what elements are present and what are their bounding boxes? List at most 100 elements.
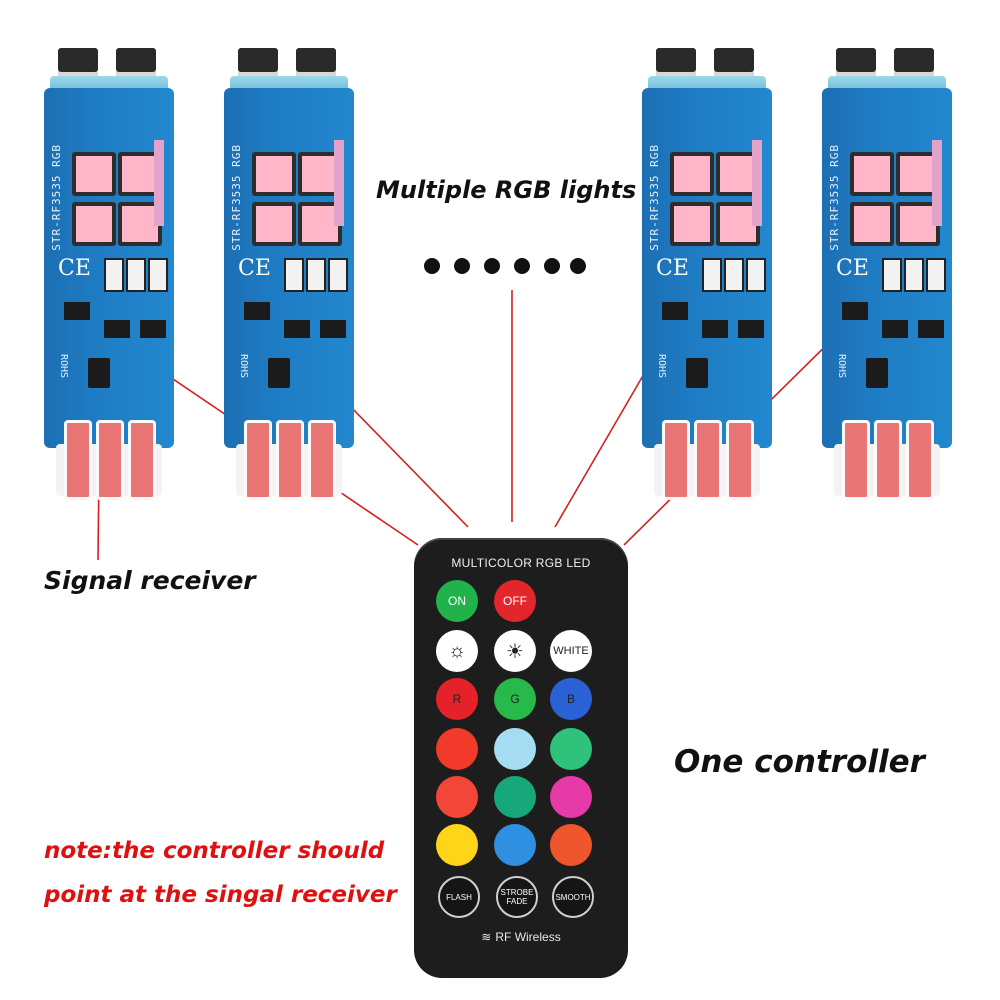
- color-button-coral[interactable]: [436, 776, 478, 818]
- rgb-led: [72, 202, 116, 246]
- dot: [514, 258, 530, 274]
- remote-title: MULTICOLOR RGB LED: [451, 556, 591, 570]
- board-label: STR-RF3535 RGB: [648, 144, 661, 251]
- bulb-tab: [116, 48, 156, 78]
- bulb-pin: [128, 420, 156, 500]
- brightness-down-button[interactable]: ☀: [494, 630, 536, 672]
- ic-chip: [88, 358, 110, 388]
- bulb-pin: [96, 420, 124, 500]
- signal-receiver-chip: [842, 302, 868, 320]
- color-button-light-blue[interactable]: [494, 728, 536, 770]
- chip: [320, 320, 346, 338]
- rgb-led: [252, 152, 296, 196]
- rgb-led: [252, 202, 296, 246]
- color-button-magenta[interactable]: [550, 776, 592, 818]
- bulb-pin: [662, 420, 690, 500]
- board-label: STR-RF3535 RGB: [230, 144, 243, 251]
- brightness-up-button[interactable]: ☼: [436, 630, 478, 672]
- wifi-icon: ≋: [481, 930, 492, 944]
- bulb-tab: [836, 48, 876, 78]
- bulb-tab: [58, 48, 98, 78]
- pink-strip: [752, 140, 762, 226]
- bulb-tab: [714, 48, 754, 78]
- rohs-label: ROHS: [836, 354, 847, 379]
- pink-strip: [334, 140, 344, 226]
- rohs-label: ROHS: [656, 354, 667, 379]
- rf-wireless-label: ≋RF Wireless: [414, 930, 628, 944]
- board-label: STR-RF3535 RGB: [50, 144, 63, 251]
- remote-controller: MULTICOLOR RGB LED ON OFF ☼ ☀ WHITE R G …: [414, 538, 628, 978]
- caption-one-controller: One controller: [674, 744, 925, 780]
- ic-chip: [686, 358, 708, 388]
- color-button-teal[interactable]: [494, 776, 536, 818]
- pink-strip: [932, 140, 942, 226]
- chip: [702, 320, 728, 338]
- ce-mark: CE: [58, 256, 91, 281]
- dot: [484, 258, 500, 274]
- red-button[interactable]: R: [436, 678, 478, 720]
- board-label: STR-RF3535 RGB: [828, 144, 841, 251]
- strobe-fade-button[interactable]: STROBE FADE: [496, 876, 538, 918]
- bulb-pin: [276, 420, 304, 500]
- bulb-pin: [726, 420, 754, 500]
- rf-wireless-text: RF Wireless: [495, 930, 561, 944]
- dot: [424, 258, 440, 274]
- smooth-button[interactable]: SMOOTH: [552, 876, 594, 918]
- on-button[interactable]: ON: [436, 580, 478, 622]
- color-button-sky-blue[interactable]: [494, 824, 536, 866]
- bulb-pin: [842, 420, 870, 500]
- caption-signal-receiver: Signal receiver: [44, 566, 256, 595]
- chip: [882, 320, 908, 338]
- rohs-label: ROHS: [238, 354, 249, 379]
- rohs-label: ROHS: [58, 354, 69, 379]
- chip: [738, 320, 764, 338]
- bulb-tab: [238, 48, 278, 78]
- chip: [140, 320, 166, 338]
- dot: [570, 258, 586, 274]
- note-line-2: point at the singal receiver: [44, 882, 397, 908]
- bulb-pin: [874, 420, 902, 500]
- bulb-tab: [894, 48, 934, 78]
- dot: [544, 258, 560, 274]
- brightness-up-icon: ☼: [447, 639, 467, 662]
- ic-chip: [268, 358, 290, 388]
- signal-receiver-chip: [64, 302, 90, 320]
- rgb-led: [670, 152, 714, 196]
- color-button-orange[interactable]: [550, 824, 592, 866]
- resistor: [904, 258, 924, 292]
- resistor: [746, 258, 766, 292]
- caption-multiple-lights: Multiple RGB lights: [376, 176, 637, 204]
- color-button-yellow[interactable]: [436, 824, 478, 866]
- bulb-pin: [244, 420, 272, 500]
- led-bulb-3: STR-RF3535 RGB CE ROHS: [642, 48, 772, 500]
- bulb-tab: [296, 48, 336, 78]
- led-bulb-1: STR-RF3535 RGB CE ROHS: [44, 48, 174, 500]
- bulb-pin: [694, 420, 722, 500]
- flash-button[interactable]: FLASH: [438, 876, 480, 918]
- off-button[interactable]: OFF: [494, 580, 536, 622]
- blue-button[interactable]: B: [550, 678, 592, 720]
- bulb-pin: [906, 420, 934, 500]
- ce-mark: CE: [656, 256, 689, 281]
- ce-mark: CE: [836, 256, 869, 281]
- color-button-sea-green[interactable]: [550, 728, 592, 770]
- note-line-1: note:the controller should: [44, 838, 385, 864]
- brightness-down-icon: ☀: [506, 640, 524, 663]
- rgb-led: [670, 202, 714, 246]
- chip: [918, 320, 944, 338]
- rgb-led: [72, 152, 116, 196]
- color-button-orange-red[interactable]: [436, 728, 478, 770]
- white-button[interactable]: WHITE: [550, 630, 592, 672]
- bulb-pin: [64, 420, 92, 500]
- green-button[interactable]: G: [494, 678, 536, 720]
- signal-receiver-chip: [244, 302, 270, 320]
- ic-chip: [866, 358, 888, 388]
- bulb-tab: [656, 48, 696, 78]
- chip: [284, 320, 310, 338]
- resistor: [926, 258, 946, 292]
- signal-receiver-chip: [662, 302, 688, 320]
- resistor: [104, 258, 124, 292]
- resistor: [306, 258, 326, 292]
- resistor: [328, 258, 348, 292]
- resistor: [148, 258, 168, 292]
